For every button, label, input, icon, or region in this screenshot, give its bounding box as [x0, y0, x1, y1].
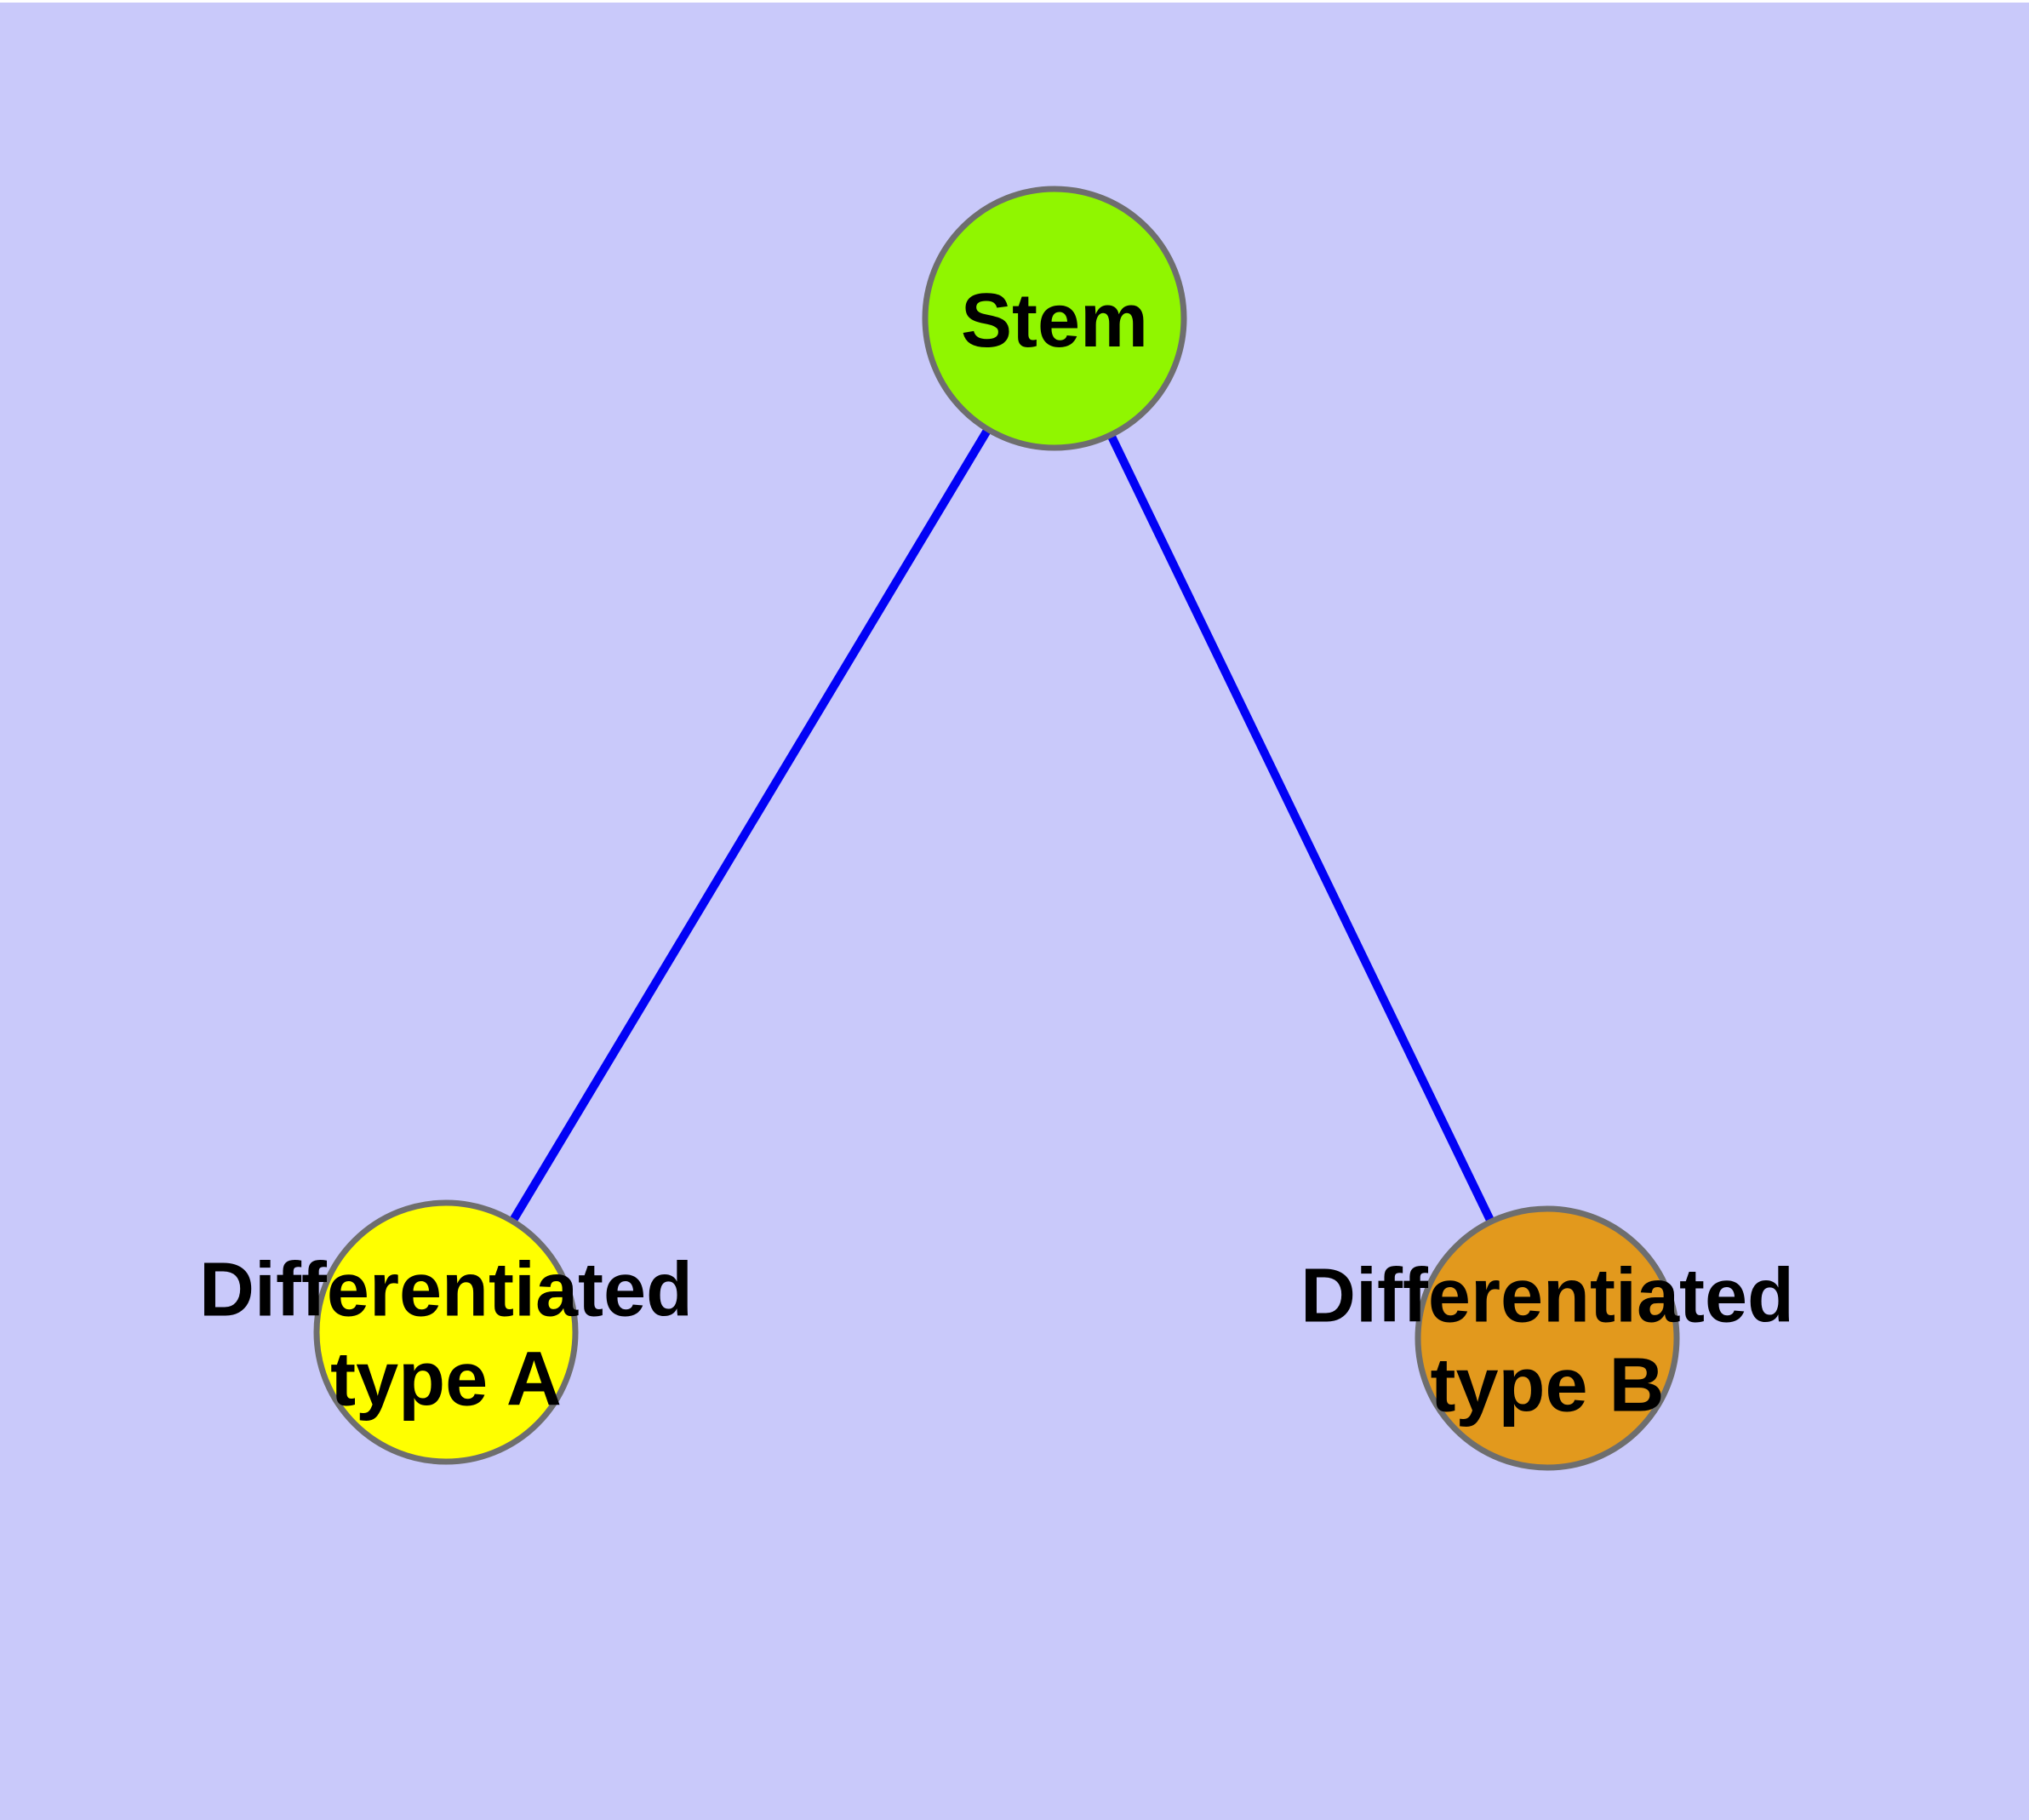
edge-stem-to-typeB: [1050, 316, 1552, 1341]
edge-stem-to-typeA: [442, 316, 1059, 1335]
node-stem-label-line1: Stem: [961, 278, 1148, 363]
node-differentiated-type-a-label-line2: type A: [330, 1337, 562, 1422]
node-stem: Stem: [922, 186, 1187, 451]
node-stem-circle: [922, 186, 1187, 451]
node-differentiated-type-a-label-line1: Differentiated: [199, 1248, 693, 1333]
node-stem-label: Stem: [961, 278, 1148, 363]
node-differentiated-type-b-circle: [1415, 1205, 1680, 1471]
node-differentiated-type-a-circle: [313, 1199, 579, 1465]
node-differentiated-type-b-label-line1: Differentiated: [1300, 1254, 1794, 1339]
node-differentiated-type-b-label-line2: type B: [1430, 1343, 1664, 1428]
